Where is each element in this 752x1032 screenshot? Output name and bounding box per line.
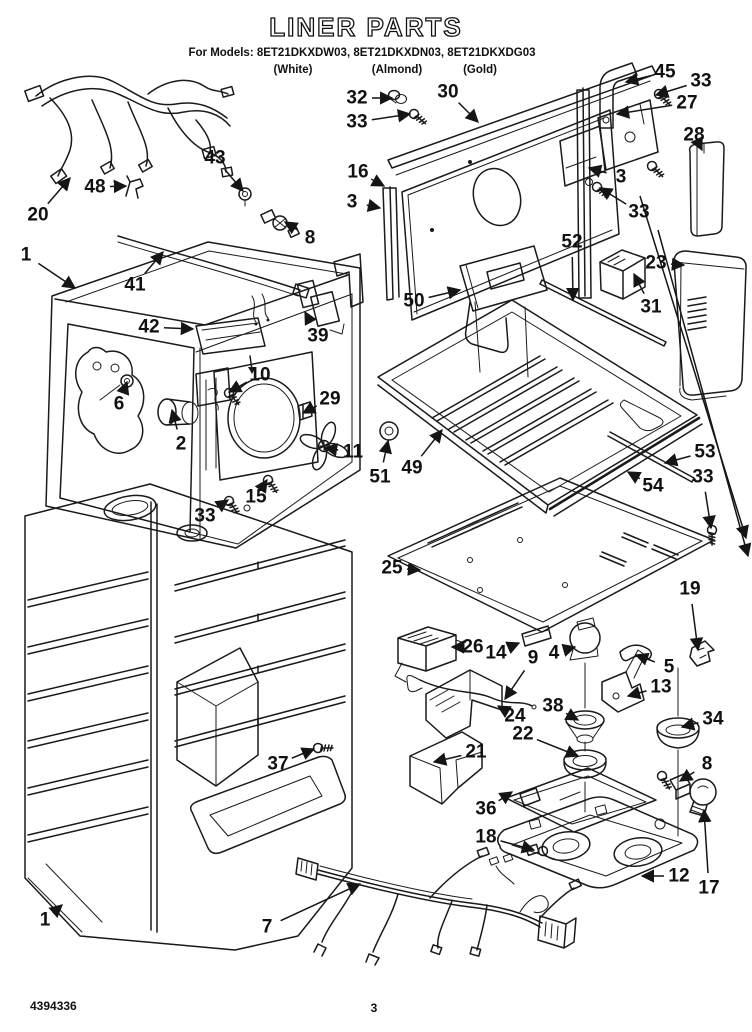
- screws-upper-right: [406, 86, 718, 546]
- leader-arrow-30: [458, 102, 479, 123]
- leader-arrow-3: [587, 164, 607, 178]
- color-label-gold: (Gold): [463, 64, 497, 76]
- leader-arrow-33: [702, 491, 716, 530]
- leader-arrow-43: [224, 168, 244, 193]
- leader-arrow-23: [670, 257, 686, 271]
- leader-arrow-22: [536, 738, 580, 758]
- leader-arrow-33: [598, 187, 627, 205]
- leader-arrow-21: [432, 752, 462, 766]
- liner-lower-cabinet: [24, 483, 353, 951]
- cover-27: [597, 99, 659, 171]
- leader-arrow-37: [291, 747, 316, 760]
- leader-arrow-33: [371, 109, 412, 123]
- leader-arrow-8: [678, 768, 695, 782]
- leader-arrow-8: [283, 221, 299, 235]
- leader-arrow-53: [663, 453, 691, 467]
- leader-arrow-16: [370, 174, 386, 187]
- cover-plate-42: [195, 317, 266, 374]
- leader-arrow-7: [280, 882, 362, 922]
- bowl-34: [656, 717, 700, 749]
- leader-arrow-1: [48, 904, 64, 919]
- leader-arrow-25: [406, 562, 422, 576]
- foam-duct-24: [425, 669, 503, 739]
- leader-arrow-5: [634, 652, 656, 666]
- leader-arrow-17: [698, 808, 712, 874]
- leader-arrow-31: [633, 272, 646, 295]
- leader-arrow-41: [144, 250, 164, 275]
- trim-strip-left-16: [382, 186, 400, 301]
- leader-arrow-38: [564, 708, 580, 721]
- leader-arrow-42: [163, 321, 195, 336]
- leader-arrow-14: [505, 641, 521, 655]
- leader-arrow-39: [304, 310, 317, 326]
- leader-arrow-50: [428, 286, 462, 300]
- leader-arrow-19: [689, 603, 704, 652]
- leader-arrow-18: [500, 840, 536, 854]
- access-plate-50: [459, 245, 548, 312]
- top-wire-harness: [24, 75, 235, 185]
- leader-arrow-52: [566, 256, 580, 302]
- leader-arrow-51: [378, 439, 392, 463]
- leader-arrow-29: [301, 401, 318, 414]
- air-tower-23: [673, 250, 747, 401]
- cup-22: [563, 749, 607, 779]
- leader-arrow-1: [37, 262, 77, 289]
- document-number: 4394336: [30, 999, 77, 1013]
- wire-9: [406, 675, 537, 710]
- leader-arrow-34: [680, 717, 699, 731]
- foam-block-21: [409, 731, 483, 805]
- grommet-43: [238, 187, 252, 207]
- leader-arrow-6: [116, 380, 130, 396]
- leader-arrow-49: [420, 428, 443, 457]
- page-number: 3: [370, 1001, 378, 1015]
- glide-rod-53: [607, 431, 695, 483]
- corner-trim: [333, 253, 364, 308]
- long-leader-line-1: [639, 195, 749, 540]
- defrost-wire-41: [117, 235, 310, 326]
- leader-arrow-33: [214, 499, 230, 513]
- leader-arrow-20: [47, 176, 71, 205]
- bottom-panel-25: [387, 477, 715, 633]
- color-label-almond: (Almond): [371, 64, 423, 76]
- leader-arrow-24: [496, 705, 512, 718]
- leader-arrow-9: [504, 669, 526, 701]
- leader-arrow-36: [498, 791, 514, 805]
- leader-arrow-48: [109, 179, 128, 194]
- leader-arrow-33: [654, 84, 687, 98]
- stem-lines: [584, 662, 679, 837]
- shelf-49: [377, 299, 703, 517]
- leader-arrow-3: [366, 198, 382, 213]
- drip-tray-36: [505, 767, 657, 833]
- lower-wire-harness-7: [295, 846, 582, 966]
- clip-48: [125, 175, 144, 199]
- leader-arrow-2: [168, 408, 182, 430]
- color-label-white: (White): [273, 64, 313, 76]
- long-leader-line-2: [657, 229, 752, 558]
- leader-arrow-11: [323, 443, 339, 457]
- leader-arrow-45: [624, 72, 651, 86]
- trim-strip-right-3: [576, 87, 592, 299]
- title-area: LINER PARTS: [269, 11, 462, 42]
- models-line: For Models: 8ET21DKXDW03, 8ET21DKXDN03, …: [188, 47, 536, 59]
- leader-arrow-27: [615, 104, 673, 119]
- glide-rod-52: [539, 279, 667, 347]
- leader-arrow-15: [254, 478, 268, 494]
- leader-arrow-28: [690, 136, 703, 152]
- leader-arrow-4: [561, 643, 577, 657]
- leader-arrow-54: [626, 471, 642, 484]
- support-bracket: [464, 301, 529, 378]
- leader-arrow-10: [227, 380, 248, 393]
- plate-14: [521, 625, 552, 647]
- leader-arrow-13: [626, 686, 647, 700]
- page-title: LINER PARTS: [269, 12, 462, 42]
